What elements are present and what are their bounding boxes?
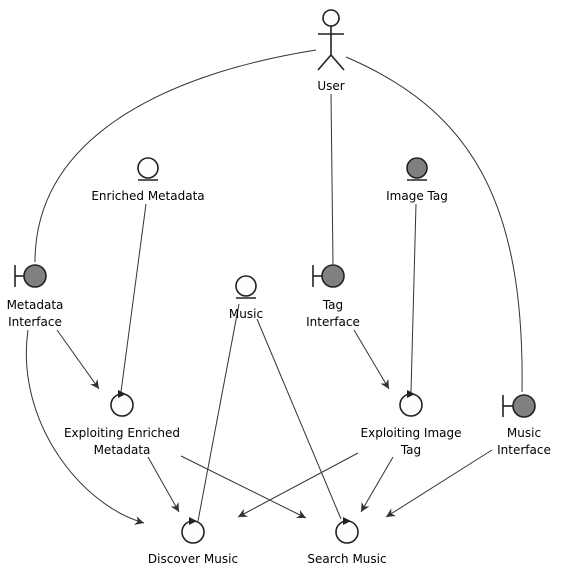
actor-user: User xyxy=(317,9,345,93)
link-user-tag-interface xyxy=(330,93,334,265)
link-enriched-metadata-exploiting xyxy=(120,203,147,393)
control-icon xyxy=(181,517,205,544)
link-image-tag-exploiting xyxy=(410,203,417,393)
stick-figure-actor-icon xyxy=(317,9,345,71)
control-icon xyxy=(399,390,423,417)
entity-image-tag: Image Tag xyxy=(386,157,448,203)
control-exploiting-enriched-label-1: Exploiting Enriched xyxy=(64,426,180,440)
arrow-exploiting-enriched-search xyxy=(180,455,307,519)
boundary-tag-interface-label-2: Interface xyxy=(306,315,360,329)
entity-image-tag-label: Image Tag xyxy=(386,189,448,203)
link-music-search xyxy=(256,318,342,520)
arrow-exploiting-image-discover xyxy=(237,452,359,518)
arrow-tag-interface-exploiting xyxy=(353,329,390,390)
boundary-tag-interface-label-1: Tag xyxy=(322,298,343,312)
arrow-metadata-interface-discover xyxy=(25,329,145,525)
entity-enriched-metadata: Enriched Metadata xyxy=(91,157,205,203)
boundary-metadata-interface: Metadata Interface xyxy=(7,264,64,329)
arrow-metadata-interface-exploiting xyxy=(56,329,100,390)
entity-enriched-metadata-label: Enriched Metadata xyxy=(91,189,204,203)
boundary-music-interface-label-1: Music xyxy=(507,426,541,440)
control-exploiting-enriched-metadata: Exploiting Enriched Metadata xyxy=(64,390,180,457)
entity-icon xyxy=(406,157,428,181)
actor-user-label: User xyxy=(317,79,344,93)
arrow-exploiting-enriched-discover xyxy=(147,456,180,513)
link-user-music-interface xyxy=(345,56,523,393)
entity-icon xyxy=(137,157,159,181)
arrow-music-interface-search xyxy=(385,449,493,518)
control-exploiting-image-label-2: Tag xyxy=(400,443,421,457)
link-music-discover xyxy=(197,303,240,522)
boundary-music-interface-label-2: Interface xyxy=(497,443,551,457)
control-discover-music-label: Discover Music xyxy=(148,552,238,566)
control-search-music-label: Search Music xyxy=(307,552,386,566)
control-exploiting-image-tag: Exploiting Image Tag xyxy=(361,390,462,457)
entity-music-label: Music xyxy=(229,307,263,321)
control-discover-music: Discover Music xyxy=(148,517,238,566)
control-icon xyxy=(110,390,134,417)
control-exploiting-enriched-label-2: Metadata xyxy=(94,443,151,457)
boundary-icon xyxy=(14,264,47,288)
arrow-exploiting-image-search xyxy=(360,456,394,513)
boundary-music-interface: Music Interface xyxy=(497,394,551,457)
boundary-icon xyxy=(502,394,536,418)
boundary-metadata-interface-label-2: Interface xyxy=(8,315,62,329)
control-exploiting-image-label-1: Exploiting Image xyxy=(361,426,462,440)
connectors xyxy=(25,49,523,525)
control-icon xyxy=(335,517,359,544)
link-user-metadata-interface xyxy=(34,49,317,263)
boundary-metadata-interface-label-1: Metadata xyxy=(7,298,64,312)
boundary-icon xyxy=(312,264,345,288)
boundary-tag-interface: Tag Interface xyxy=(306,264,360,329)
entity-icon xyxy=(235,275,257,299)
entity-music: Music xyxy=(229,275,263,321)
control-search-music: Search Music xyxy=(307,517,387,566)
